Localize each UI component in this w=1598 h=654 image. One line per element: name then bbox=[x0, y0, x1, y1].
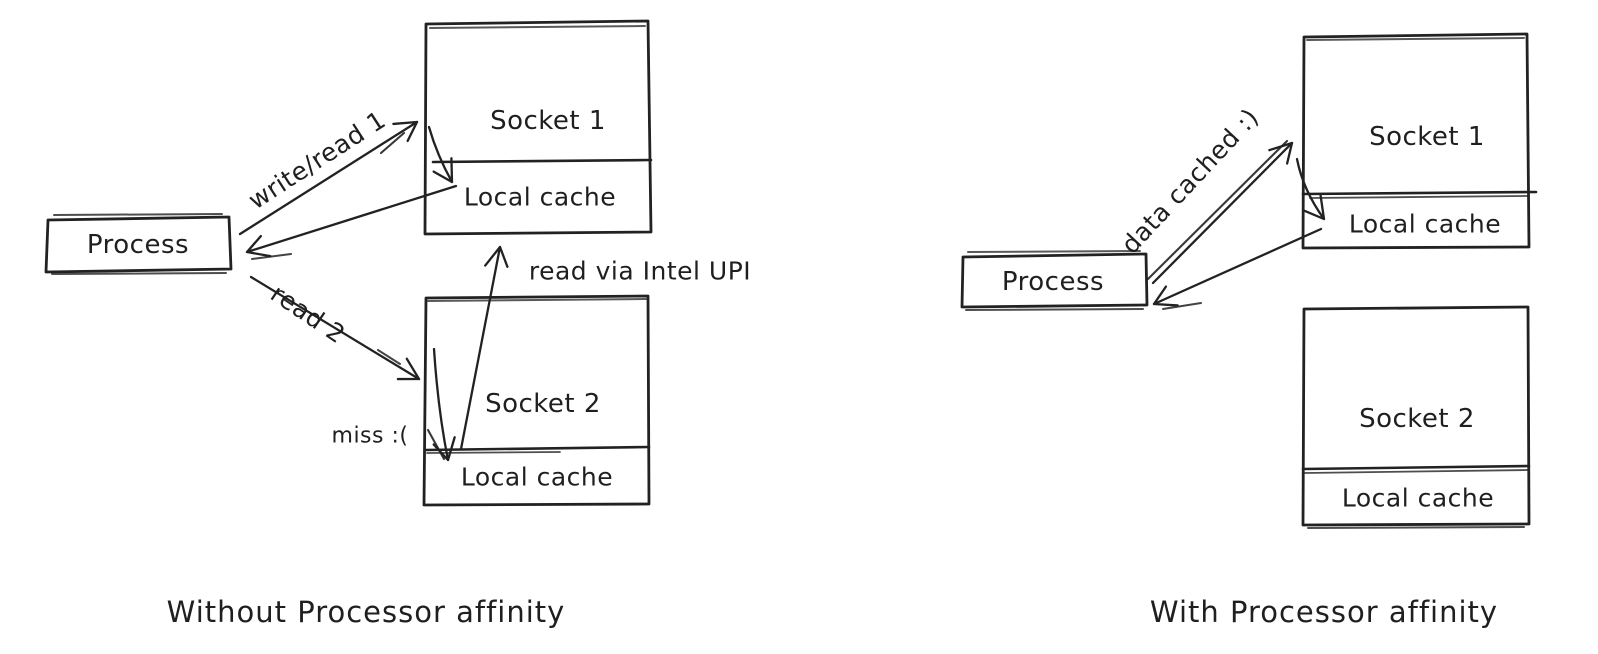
socket1-box-left bbox=[423, 19, 653, 236]
socket2-divider-right bbox=[1301, 464, 1531, 471]
socket1-cache-label-right: Local cache bbox=[1348, 209, 1502, 239]
arrow-data-cached-doubled bbox=[1146, 139, 1289, 281]
miss-label: miss :( bbox=[331, 423, 409, 449]
socket2-box-right bbox=[1301, 305, 1531, 527]
arrow-cache-to-process-right bbox=[1152, 227, 1323, 307]
socket2-cache-label-left: Local cache bbox=[460, 462, 614, 492]
socket1-divider-right bbox=[1301, 190, 1538, 196]
arrow-socket1-to-cache-left bbox=[427, 125, 454, 184]
process-label-left: Process bbox=[86, 230, 190, 260]
caption-without-affinity: Without Processor affinity bbox=[166, 595, 566, 629]
arrow-read-via-upi bbox=[459, 245, 509, 451]
arrow-socket1-to-cache-right bbox=[1295, 157, 1326, 221]
socket1-box-right bbox=[1301, 32, 1531, 250]
process-label-right: Process bbox=[1001, 267, 1105, 297]
arrow-cache-to-process-right-sketch bbox=[1162, 302, 1202, 310]
read-via-upi-label: read via Intel UPI bbox=[528, 256, 752, 286]
socket2-box-left-sketch-top bbox=[427, 298, 647, 302]
socket1-box-left-sketch-top bbox=[429, 25, 646, 29]
arrow-write-read-1-sketch bbox=[379, 131, 406, 155]
socket2-divider-right-sketch bbox=[1304, 469, 1530, 474]
socket2-divider-left bbox=[423, 445, 651, 452]
process-box-left-sketch-bottom bbox=[51, 272, 227, 275]
socket1-cache-label-left: Local cache bbox=[463, 182, 617, 212]
socket2-title-right: Socket 2 bbox=[1359, 404, 1475, 434]
socket1-box-right-sketch-top bbox=[1306, 37, 1525, 41]
socket1-title-right: Socket 1 bbox=[1369, 122, 1485, 152]
arrow-cache-to-process-left-sketch bbox=[251, 253, 292, 260]
arrow-write-read-1 bbox=[238, 120, 419, 236]
process-box-left-sketch-top bbox=[53, 213, 223, 216]
socket2-box-left bbox=[422, 294, 651, 507]
socket1-title-left: Socket 1 bbox=[490, 106, 606, 136]
process-box-right-sketch-top bbox=[967, 250, 1141, 253]
socket2-cache-label-right: Local cache bbox=[1341, 483, 1495, 513]
arrow-cache-to-process-left bbox=[245, 184, 458, 258]
caption-with-affinity: With Processor affinity bbox=[1149, 595, 1499, 629]
process-box-right-sketch-bottom bbox=[965, 308, 1144, 311]
socket1-divider-right-sketch bbox=[1309, 195, 1529, 199]
socket1-divider-left bbox=[431, 158, 653, 164]
arrow-read-2-sketch bbox=[377, 349, 401, 365]
arrow-data-cached bbox=[1151, 141, 1294, 285]
arrow-socket2-cache-miss bbox=[432, 347, 456, 462]
process-box-left bbox=[44, 215, 233, 274]
process-box-right bbox=[960, 252, 1149, 309]
socket2-box-right-sketch-bottom bbox=[1307, 526, 1525, 529]
arrow-socket2-cache-miss-sketch bbox=[426, 428, 446, 461]
socket2-title-left: Socket 2 bbox=[485, 389, 601, 419]
arrow-read-2 bbox=[249, 275, 421, 381]
